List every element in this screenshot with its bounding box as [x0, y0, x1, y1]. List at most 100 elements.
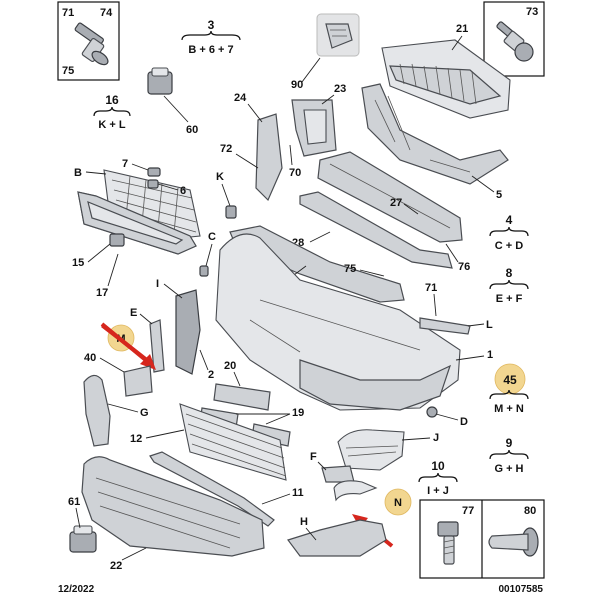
- pin-80-icon: [488, 527, 539, 557]
- part-28-absorber: 28: [292, 191, 453, 269]
- callout-M: M: [100, 322, 156, 370]
- label-K: K: [216, 171, 224, 183]
- screw-icon: [496, 21, 534, 62]
- group-8-number: 8: [506, 266, 513, 280]
- label-17: 17: [96, 287, 108, 299]
- bolt-77-icon: [437, 521, 459, 565]
- group-45: 45 M + N: [489, 363, 529, 415]
- label-27: 27: [390, 197, 402, 209]
- part-L-bracket: L: [419, 317, 493, 335]
- part-15-emblem: 15: [72, 233, 125, 269]
- label-7: 7: [122, 158, 128, 170]
- group-8-letters: E + F: [496, 293, 523, 305]
- group-45-brace: [489, 389, 529, 400]
- label-71: 71: [62, 7, 74, 19]
- group-10-letters: I + J: [427, 485, 449, 497]
- part-76-label: 76: [445, 243, 470, 273]
- label-5: 5: [496, 189, 502, 201]
- fastener-box-top-right: 73: [483, 1, 545, 77]
- label-1: 1: [487, 349, 493, 361]
- label-B: B: [74, 167, 82, 179]
- group-9: 9 G + H: [489, 436, 529, 475]
- label-60: 60: [186, 124, 198, 136]
- label-12: 12: [130, 433, 142, 445]
- part-72-label: 72: [220, 143, 259, 169]
- label-H: H: [300, 516, 308, 528]
- part-5-crossmember: 5: [361, 83, 509, 201]
- fastener-box-bottom-right: 77 80: [419, 499, 545, 579]
- group-16: 16 K + L: [93, 93, 131, 131]
- part-21-frame: 21: [381, 23, 511, 119]
- group-3-letters: B + 6 + 7: [188, 44, 233, 56]
- part-17-grille-frame: 17: [77, 191, 197, 299]
- label-15: 15: [72, 257, 84, 269]
- part-90-clip: 90: [291, 13, 360, 91]
- footer-date: 12/2022: [58, 584, 95, 595]
- label-70-upper: 70: [289, 167, 301, 179]
- group-9-letters: G + H: [494, 463, 523, 475]
- group-8: 8 E + F: [489, 266, 529, 305]
- part-D-clip: D: [426, 406, 468, 428]
- label-J: J: [433, 432, 439, 444]
- part-E-bracket: E: [130, 307, 165, 373]
- group-10-number: 10: [431, 459, 445, 473]
- part-61-clip: 61: [68, 496, 97, 553]
- part-22-undertray: 22: [81, 456, 265, 572]
- label-90: 90: [291, 79, 303, 91]
- label-80: 80: [524, 505, 536, 517]
- part-40-cover: 40: [84, 352, 153, 397]
- part-27-beam: 27: [317, 151, 463, 243]
- group-8-brace: [489, 279, 529, 290]
- part-7-clip: 7: [122, 158, 161, 177]
- group-16-letters: K + L: [98, 119, 125, 131]
- label-73: 73: [526, 6, 538, 18]
- part-71-screw: 71: [425, 282, 437, 317]
- group-4: 4 C + D: [489, 213, 529, 252]
- label-C: C: [208, 231, 216, 243]
- label-20: 20: [224, 360, 236, 372]
- part-24-bracket: 24: [234, 92, 283, 202]
- group-16-brace: [93, 106, 131, 117]
- label-24: 24: [234, 92, 247, 104]
- group-3-number: 3: [208, 18, 215, 32]
- label-G: G: [140, 407, 149, 419]
- group-4-letters: C + D: [495, 240, 523, 252]
- part-75-label: 75: [344, 263, 385, 277]
- label-11: 11: [292, 487, 304, 499]
- group-16-number: 16: [105, 93, 119, 107]
- part-H-lower-trim: H: [287, 516, 387, 557]
- part-K-clip: K: [216, 171, 237, 219]
- part-23-bracket: 23: [291, 83, 346, 157]
- label-2: 2: [208, 369, 214, 381]
- group-3-brace: [181, 30, 241, 41]
- fastener-box-top-left: 71 74 75: [57, 1, 120, 81]
- label-74: 74: [100, 7, 113, 19]
- part-12-lower-grille: 12: [130, 403, 287, 481]
- part-11-strip: 11: [149, 451, 304, 527]
- part-J-foglamp-bezel: J: [337, 429, 439, 471]
- label-22: 22: [110, 560, 122, 572]
- part-20-cover: 20: [213, 360, 271, 411]
- part-60-clip: 60: [147, 67, 198, 136]
- group-3: 3 B + 6 + 7: [181, 18, 241, 56]
- label-76: 76: [458, 261, 470, 273]
- label-23: 23: [334, 83, 346, 95]
- label-6: 6: [180, 185, 186, 197]
- group-9-brace: [489, 449, 529, 460]
- label-21: 21: [456, 23, 468, 35]
- label-L: L: [486, 319, 493, 331]
- group-45-number: 45: [503, 373, 517, 387]
- label-77: 77: [462, 505, 474, 517]
- label-I: I: [156, 278, 159, 290]
- label-19: 19: [292, 407, 304, 419]
- group-10: 10 I + J: [418, 459, 458, 497]
- part-1-bumper-cover: 1: [215, 233, 493, 411]
- part-2-label: 2: [199, 349, 214, 381]
- label-N: N: [394, 497, 402, 509]
- label-75: 75: [62, 65, 74, 77]
- group-4-brace: [489, 226, 529, 237]
- part-I-bracket: I: [156, 278, 201, 375]
- label-40: 40: [84, 352, 96, 364]
- label-75-mid: 75: [344, 263, 356, 275]
- part-G-liner: G: [83, 374, 149, 447]
